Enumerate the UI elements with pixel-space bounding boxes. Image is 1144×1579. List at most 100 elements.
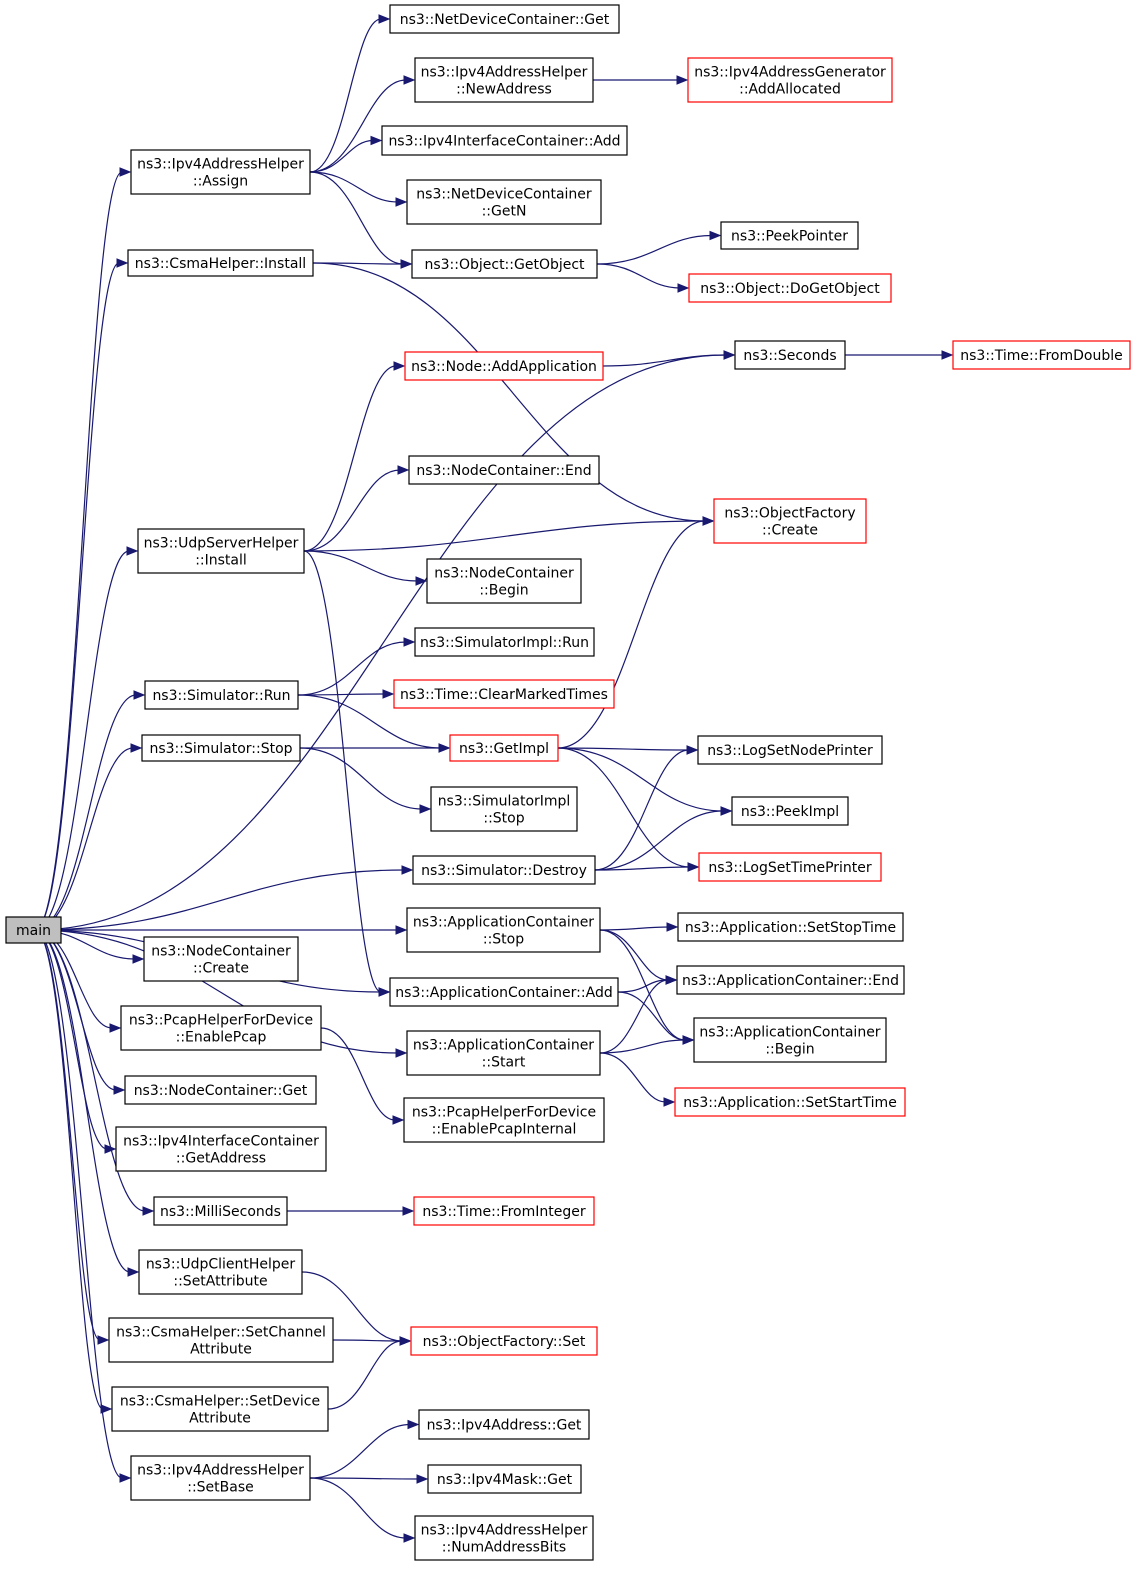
edge-arrowhead — [395, 197, 408, 207]
node-of-set[interactable]: ns3::ObjectFactory::Set — [410, 1326, 598, 1356]
node-of-create[interactable]: ns3::ObjectFactory::Create — [713, 498, 867, 544]
node-box — [720, 221, 859, 250]
node-label: ns3::Application::SetStartTime — [683, 1095, 897, 1111]
node-sim-destroy[interactable]: ns3::Simulator::Destroy — [412, 855, 596, 885]
edge-main-to-sim-run — [34, 690, 146, 931]
node-box — [153, 1196, 288, 1226]
edge-arrowhead — [702, 516, 715, 526]
node-pcap-enable[interactable]: ns3::PcapHelperForDevice::EnablePcap — [120, 1005, 322, 1051]
node-label: ns3::NodeContainer — [151, 944, 291, 960]
node-time-fromdouble[interactable]: ns3::Time::FromDouble — [952, 340, 1131, 370]
node-label: ns3::Time::FromDouble — [960, 348, 1123, 364]
edge-line — [309, 1423, 411, 1479]
node-appc-stop[interactable]: ns3::ApplicationContainer::Stop — [406, 907, 601, 953]
node-appc-add[interactable]: ns3::ApplicationContainer::Add — [389, 977, 619, 1007]
node-app-setstarttime[interactable]: ns3::Application::SetStartTime — [674, 1087, 906, 1117]
node-label: ns3::NodeContainer — [434, 566, 574, 582]
node-ndc-get[interactable]: ns3::NetDeviceContainer::Get — [389, 4, 620, 34]
node-label: ns3::SimulatorImpl::Run — [420, 635, 589, 651]
edge-arrowhead — [113, 1085, 126, 1095]
node-pcap-enableinternal[interactable]: ns3::PcapHelperForDevice::EnablePcapInte… — [403, 1097, 605, 1143]
node-box — [393, 679, 615, 709]
node-main[interactable]: main — [5, 916, 62, 944]
edge-iah-setbase-to-iah-numaddrbits — [309, 1477, 416, 1543]
node-ucl-setattr[interactable]: ns3::UdpClientHelper::SetAttribute — [138, 1249, 303, 1295]
node-iic-getaddress[interactable]: ns3::Ipv4InterfaceContainer::GetAddress — [115, 1126, 327, 1172]
node-obj-getobject[interactable]: ns3::Object::GetObject — [411, 249, 598, 279]
edge-arrowhead — [126, 546, 139, 556]
node-milliseconds[interactable]: ns3::MilliSeconds — [153, 1196, 288, 1226]
node-appc-begin[interactable]: ns3::ApplicationContainer::Begin — [693, 1017, 887, 1063]
edge-iah-assign-to-ndc-getn — [309, 171, 408, 207]
edge-arrowhead — [400, 259, 413, 269]
edge-line — [309, 18, 382, 173]
node-app-setstoptime[interactable]: ns3::Application::SetStopTime — [677, 912, 904, 942]
node-iah-newaddr[interactable]: ns3::Ipv4AddressHelper::NewAddress — [414, 57, 594, 103]
edge-line — [309, 79, 407, 173]
node-peekpointer[interactable]: ns3::PeekPointer — [720, 221, 859, 250]
node-obj-dogetobject[interactable]: ns3::Object::DoGetObject — [688, 273, 892, 303]
node-box — [677, 912, 904, 942]
node-box — [130, 149, 311, 195]
edge-arrowhead — [397, 465, 410, 475]
node-iag-addalloc[interactable]: ns3::Ipv4AddressGenerator::AddAllocated — [687, 57, 893, 103]
node-nc-end[interactable]: ns3::NodeContainer::End — [408, 455, 600, 485]
node-sim-run[interactable]: ns3::Simulator::Run — [144, 680, 299, 710]
edge-iah-assign-to-ndc-get — [309, 14, 391, 173]
node-logsettimeprinter[interactable]: ns3::LogSetTimePrinter — [698, 852, 882, 882]
node-iic-add[interactable]: ns3::Ipv4InterfaceContainer::Add — [381, 125, 628, 156]
edge-arrowhead — [663, 1097, 676, 1107]
node-label: ns3::ApplicationContainer — [699, 1025, 880, 1041]
node-sim-stop[interactable]: ns3::Simulator::Stop — [141, 734, 301, 762]
edge-arrowhead — [399, 1336, 412, 1346]
node-csma-install[interactable]: ns3::CsmaHelper::Install — [127, 249, 314, 277]
node-iah-setbase[interactable]: ns3::Ipv4AddressHelper::SetBase — [130, 1455, 311, 1501]
edge-main-to-milliseconds — [34, 929, 155, 1216]
node-label: ns3::PcapHelperForDevice — [412, 1105, 596, 1121]
node-label: Attribute — [190, 1342, 252, 1358]
node-iah-numaddrbits[interactable]: ns3::Ipv4AddressHelper::NumAddressBits — [414, 1515, 594, 1561]
node-peekimpl[interactable]: ns3::PeekImpl — [731, 796, 849, 826]
node-nc-create[interactable]: ns3::NodeContainer::Create — [143, 936, 299, 982]
node-iah-assign[interactable]: ns3::Ipv4AddressHelper::Assign — [130, 149, 311, 195]
node-seconds[interactable]: ns3::Seconds — [734, 340, 846, 370]
node-getimpl[interactable]: ns3::GetImpl — [449, 734, 559, 762]
node-label: ::SetBase — [187, 1480, 254, 1496]
node-box — [413, 1196, 595, 1226]
node-appc-end[interactable]: ns3::ApplicationContainer::End — [676, 965, 905, 995]
edge-line — [327, 1340, 403, 1410]
node-ipv4addr-get[interactable]: ns3::Ipv4Address::Get — [418, 1409, 590, 1440]
node-box — [426, 558, 582, 604]
edge-usrv-install-to-node-addapp — [303, 361, 406, 552]
edge-main-to-iah-assign — [34, 167, 132, 931]
node-box — [414, 1515, 594, 1561]
node-label: ns3::UdpServerHelper — [144, 536, 299, 552]
edge-appc-start-to-appc-end — [599, 975, 678, 1054]
edge-line — [594, 866, 691, 871]
node-time-frominteger[interactable]: ns3::Time::FromInteger — [413, 1196, 595, 1226]
node-usrv-install[interactable]: ns3::UdpServerHelper::Install — [137, 528, 305, 574]
node-logsetnodeprinter[interactable]: ns3::LogSetNodePrinter — [697, 735, 883, 765]
node-nc-get[interactable]: ns3::NodeContainer::Get — [124, 1075, 317, 1105]
node-nc-begin[interactable]: ns3::NodeContainer::Begin — [426, 558, 582, 604]
edge-line — [297, 693, 386, 696]
node-label: ns3::MilliSeconds — [160, 1204, 281, 1220]
node-simimpl-stop[interactable]: ns3::SimulatorImpl::Stop — [430, 786, 578, 832]
node-simimpl-run[interactable]: ns3::SimulatorImpl::Run — [414, 627, 595, 657]
node-box — [697, 735, 883, 765]
edge-main-to-csma-install — [34, 258, 129, 931]
node-label: ns3::CsmaHelper::SetChannel — [116, 1325, 326, 1341]
edge-main-to-ucl-setattr — [34, 929, 140, 1277]
node-appc-start[interactable]: ns3::ApplicationContainer::Start — [406, 1030, 601, 1076]
node-time-clearmarked[interactable]: ns3::Time::ClearMarkedTimes — [393, 679, 615, 709]
node-label: main — [16, 923, 51, 939]
node-node-addapp[interactable]: ns3::Node::AddApplication — [404, 351, 604, 381]
node-label: ns3::NodeContainer::End — [416, 463, 591, 479]
node-ipv4mask-get[interactable]: ns3::Ipv4Mask::Get — [427, 1464, 582, 1494]
node-ndc-getn[interactable]: ns3::NetDeviceContainer::GetN — [406, 179, 602, 225]
edge-line — [303, 520, 706, 552]
edge-obj-getobject-to-peekpointer — [596, 230, 722, 265]
